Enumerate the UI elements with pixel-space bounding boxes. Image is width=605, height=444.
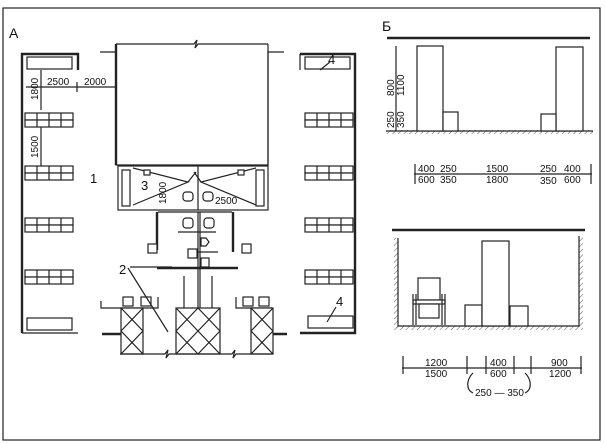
plan-title: А [9, 25, 19, 41]
dim-top: 400 [418, 164, 435, 175]
dim-top: 1200 [425, 358, 448, 369]
dim-bottom: 1500 [425, 369, 448, 380]
arrow-right [524, 372, 531, 394]
left-locker-column [20, 52, 80, 334]
dim-350: 350 [396, 111, 407, 128]
cabinet [481, 240, 510, 327]
hall [100, 39, 284, 166]
marker-1: 1 [90, 171, 97, 186]
dim-top: 400 [490, 358, 507, 369]
right-locker-column: 4 4 [299, 52, 357, 335]
bench-row [304, 112, 354, 128]
dim-800: 800 [386, 79, 397, 96]
bench-right [509, 305, 529, 327]
dim-2500-shower: 2500 [215, 196, 238, 207]
dim-top: 250 [440, 164, 457, 175]
marker-3: 3 [141, 178, 148, 193]
section-b: Б 800 1100 250 350 400 250 1500 250 400 … [382, 18, 593, 187]
section-lower: 1200 400 900 1500 600 1200 250 — 350 [392, 228, 585, 399]
plan-a: А [9, 25, 357, 359]
dim-top: 1500 [486, 164, 509, 175]
dim-1100: 1100 [396, 74, 407, 96]
dim-1800-bench-spacing: 1800 [30, 77, 41, 100]
bench-row [24, 165, 74, 181]
dim-1800-shower: 1800 [158, 181, 169, 204]
bench-right [540, 113, 557, 132]
marker-4-top: 4 [328, 52, 335, 67]
dim-2000-corridor: 2000 [84, 77, 107, 88]
frame [2, 7, 601, 441]
toilet-area [147, 211, 252, 350]
dim-bottom: 1200 [549, 369, 572, 380]
cabinet-right [555, 46, 584, 132]
bench-left [442, 111, 459, 132]
marker-2: 2 [119, 262, 126, 277]
bench-left [464, 304, 483, 327]
locker-blocks: 2 [100, 262, 287, 359]
bench-row [24, 217, 74, 233]
dim-bottom: 600 [490, 369, 507, 380]
dim-bottom: 350 [540, 176, 557, 187]
dim-range: 250 — 350 [475, 388, 524, 399]
dim-bottom: 1800 [486, 175, 509, 186]
bench-row [304, 165, 354, 181]
shower-block: 3 1800 2500 [117, 165, 269, 211]
section-b-title: Б [382, 18, 391, 34]
bench-row [24, 112, 74, 128]
dim-bottom: 600 [418, 175, 435, 186]
dim-top: 400 [564, 164, 581, 175]
dim-250: 250 [386, 111, 397, 128]
dim-2500-left: 2500 [47, 77, 70, 88]
marker-4-bottom: 4 [336, 294, 343, 309]
dim-top: 900 [551, 358, 568, 369]
cabinet-left [416, 45, 444, 132]
dim-1500-bench-spacing: 1500 [30, 135, 41, 158]
dim-top: 250 [540, 164, 557, 175]
bench-row [304, 217, 354, 233]
bench-row [24, 269, 74, 285]
bench-row [304, 269, 354, 285]
dim-bottom: 350 [440, 175, 457, 186]
chair [412, 277, 446, 325]
arrow-left [467, 372, 474, 394]
dim-bottom: 600 [564, 175, 581, 186]
